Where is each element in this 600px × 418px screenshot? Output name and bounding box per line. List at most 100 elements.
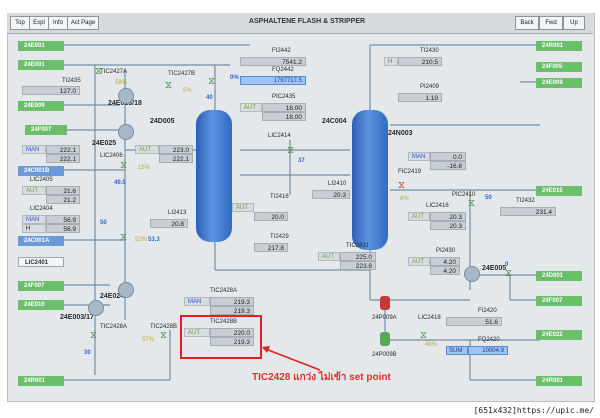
- lic2404-tag: LIC2404: [30, 206, 53, 212]
- back-button[interactable]: Back: [515, 16, 539, 30]
- vessel-24d005[interactable]: [196, 110, 232, 242]
- valve-fq2442-icon[interactable]: ⧖: [208, 76, 216, 87]
- stream-24d001[interactable]: 24D001: [536, 271, 582, 281]
- li2410-tag: LI2410: [328, 181, 347, 187]
- equip-24e005: 24E005: [482, 265, 507, 272]
- lic2404-v2[interactable]: 56.9: [46, 224, 80, 233]
- tic2428b-v1[interactable]: 220.0: [210, 328, 254, 337]
- tic2431-tag: TIC2431: [346, 243, 370, 249]
- tic2428a-v2[interactable]: 219.3: [210, 306, 254, 315]
- tic2431-v1[interactable]: 225.0: [340, 252, 376, 261]
- lic2405-tag: LIC2405: [30, 177, 53, 183]
- stream-24e001-top[interactable]: 24E001: [18, 41, 64, 51]
- ti2430-value[interactable]: 210.5: [398, 57, 442, 66]
- valve-fic2419-icon[interactable]: ⧖: [398, 180, 406, 191]
- pic2410-v2[interactable]: 20.3: [430, 221, 466, 230]
- lic2404-v1[interactable]: 56.9: [46, 215, 80, 224]
- ti2416-value[interactable]: 20.0: [254, 212, 288, 221]
- stream-24e015[interactable]: 24E015: [536, 186, 582, 196]
- ti2432-value[interactable]: 231.4: [500, 207, 556, 216]
- pct-lic2406: 15%: [138, 165, 151, 171]
- exchanger-24e003-icon[interactable]: [88, 300, 104, 316]
- lic2405-v1[interactable]: 21.6: [46, 186, 80, 195]
- tic2427b-v1[interactable]: 223.0: [159, 145, 193, 154]
- pump-24p009a-icon[interactable]: [380, 296, 390, 310]
- fic2419-v1[interactable]: 0.0: [430, 152, 466, 161]
- stream-24c001b[interactable]: 24C001B: [18, 166, 64, 176]
- stream-lic2401[interactable]: LIC2401: [18, 257, 64, 267]
- stream-24e009-right[interactable]: 24E009: [536, 78, 582, 88]
- stream-24r001-left[interactable]: 24R001: [18, 376, 64, 386]
- pic2410-tag: PIC2410: [452, 192, 476, 198]
- valve-lic2406-icon[interactable]: ⧖: [120, 160, 128, 171]
- pi2430-v2[interactable]: 4.20: [430, 266, 460, 275]
- tic2427b-v2[interactable]: 222.1: [159, 154, 193, 163]
- stream-24f007-left[interactable]: 24F007: [25, 125, 67, 135]
- ti2429-value[interactable]: 217.8: [254, 243, 288, 252]
- pump-24p009b-icon[interactable]: [380, 332, 390, 346]
- valve-tic2427a-icon[interactable]: ⧖: [95, 66, 103, 77]
- valve-lic2404-icon[interactable]: ⧖: [120, 232, 128, 243]
- exchanger-24e025-icon[interactable]: [118, 124, 134, 140]
- valve-pic2410-icon[interactable]: ⧖: [468, 198, 476, 209]
- stream-24r001-right[interactable]: 24R001: [536, 41, 582, 51]
- vessel-24n003[interactable]: [352, 110, 388, 250]
- page-title: ASPHALTENE FLASH & STRIPPER: [248, 18, 366, 25]
- valve-lic2418-icon[interactable]: ⧖: [420, 330, 428, 341]
- up-button[interactable]: Up: [563, 16, 585, 30]
- pic2410-v1[interactable]: 20.3: [430, 212, 466, 221]
- pct-fic2419: 8%: [400, 196, 409, 202]
- stream-24e010[interactable]: 24E010: [18, 300, 64, 310]
- stream-24f005[interactable]: 24F005: [536, 62, 582, 72]
- li2413-tag: LI2413: [168, 210, 187, 216]
- stream-24f007-bottom[interactable]: 24F007: [18, 281, 64, 291]
- exchanger-24e005-icon[interactable]: [464, 266, 480, 282]
- pic2435-value[interactable]: 18.00: [262, 112, 306, 121]
- watermark: [651x432]https://upic.me/: [473, 406, 594, 415]
- ti2429-tag: TI2429: [270, 234, 289, 240]
- fi2420-value[interactable]: 51.6: [446, 317, 502, 326]
- fq2420-value[interactable]: 10004.9: [468, 346, 508, 355]
- fq2442-value[interactable]: 1797717.5: [240, 76, 306, 85]
- li2413-value[interactable]: 20.8: [150, 219, 188, 228]
- exchanger-24e024-icon[interactable]: [118, 282, 134, 298]
- valve-24e005-icon[interactable]: ⧖: [505, 268, 513, 279]
- left-controller-v2[interactable]: 222.1: [46, 154, 80, 163]
- tic2431-v2[interactable]: 223.8: [340, 261, 376, 270]
- tic2428b-v2[interactable]: 219.3: [210, 337, 254, 346]
- pi2430-v1[interactable]: 4.20: [430, 257, 460, 266]
- fwd-button[interactable]: Fwd: [539, 16, 563, 30]
- exchanger-24e013-icon[interactable]: [118, 88, 134, 104]
- num-lic2404-flow: 53.3: [148, 237, 160, 243]
- equip-24c004: 24C004: [322, 118, 347, 125]
- tic2428a-v1[interactable]: 219.3: [210, 297, 254, 306]
- valve-tic2428b-icon[interactable]: ⧖: [160, 330, 168, 341]
- ti2435-value[interactable]: 127.0: [22, 86, 80, 95]
- stream-24e009-left[interactable]: 24E009: [18, 101, 64, 111]
- equip-24d005: 24D005: [150, 118, 175, 125]
- annotation-text: TIC2428 แกว่ง ไม่เข้า set point: [252, 372, 391, 383]
- stream-24r001-bottom[interactable]: 24R001: [536, 376, 582, 386]
- fic2419-v2[interactable]: -16.8: [430, 161, 466, 170]
- fi2442-value[interactable]: 7541.2: [240, 57, 306, 66]
- info-button[interactable]: Info: [48, 16, 68, 30]
- num-lic2406-flow: 49.5: [114, 180, 126, 186]
- tic2428a-mode: MAN: [184, 297, 210, 306]
- stream-24f007-right[interactable]: 24F007: [536, 296, 582, 306]
- li2410-value[interactable]: 20.3: [312, 190, 350, 199]
- pic2435-sp[interactable]: 18.00: [262, 103, 306, 112]
- pic2435-mode: AUT: [240, 103, 262, 112]
- stream-24e001-second[interactable]: 24E001: [18, 60, 64, 70]
- act-page-button[interactable]: Act Page: [67, 16, 99, 30]
- ti2430-mode: H: [384, 57, 398, 66]
- valve-tic2427b-icon[interactable]: ⧖: [165, 80, 173, 91]
- pi2409-value[interactable]: 1.19: [398, 93, 442, 102]
- top-toolbar: Top Expl Info Act Page ASPHALTENE FLASH …: [7, 13, 593, 34]
- stream-24c001a[interactable]: 24C001A: [18, 236, 64, 246]
- left-controller-v1[interactable]: 222.1: [46, 145, 80, 154]
- valve-tic2428a-icon[interactable]: ⧖: [90, 330, 98, 341]
- stream-24e022[interactable]: 24E022: [536, 330, 582, 340]
- equip-24n003: 24N003: [388, 130, 413, 137]
- lic2405-v2[interactable]: 21.2: [46, 195, 80, 204]
- valve-lic2414-icon[interactable]: ⧖: [287, 145, 295, 156]
